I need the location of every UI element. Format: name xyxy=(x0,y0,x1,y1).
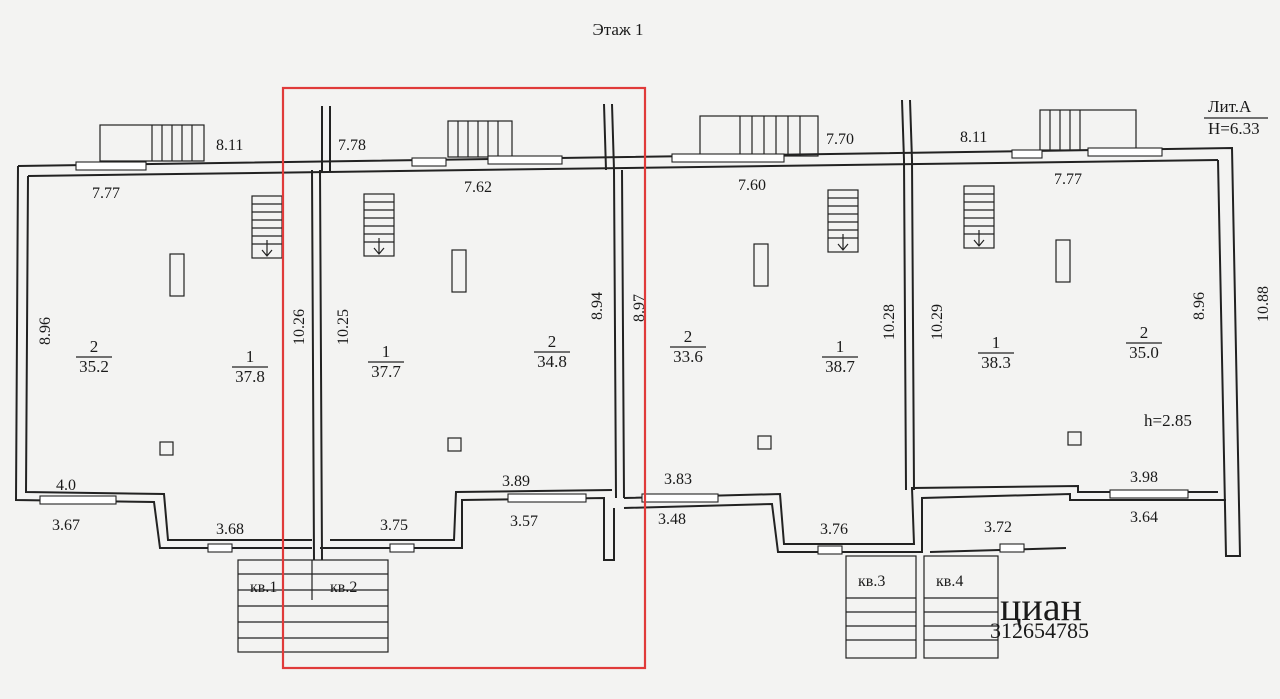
dim-top-outer: 8.11 xyxy=(960,129,987,146)
room-area: 37.8 xyxy=(235,367,265,386)
apartment-label: кв.4 xyxy=(936,573,963,590)
room-number: 1 xyxy=(382,342,391,361)
dim-bottom: 3.57 xyxy=(510,513,538,530)
room-labels: 2 35.2 1 37.8 1 37.7 2 34.8 2 33.6 1 38.… xyxy=(76,323,1162,386)
bottom-stairs xyxy=(237,555,999,659)
dim-top-outer: 7.78 xyxy=(338,137,366,154)
room-number: 1 xyxy=(992,333,1001,352)
dim-bottom: 3.64 xyxy=(1130,509,1158,526)
dim-vertical: 8.96 xyxy=(37,317,54,345)
outer-walls xyxy=(14,146,1242,561)
apartment-label: кв.2 xyxy=(330,579,357,596)
room-area: 35.2 xyxy=(79,357,109,376)
room-area: 38.7 xyxy=(825,357,855,376)
dim-vertical: 10.26 xyxy=(291,309,308,345)
apartment-label: кв.1 xyxy=(250,579,277,596)
dim-bottom: 3.98 xyxy=(1130,469,1158,486)
room-area: 33.6 xyxy=(673,347,703,366)
dim-bottom: 3.48 xyxy=(658,511,686,528)
room-number: 2 xyxy=(548,332,557,351)
dim-vertical: 10.88 xyxy=(1255,286,1272,322)
room-number: 2 xyxy=(1140,323,1149,342)
columns xyxy=(159,239,1082,456)
windows xyxy=(39,147,1189,555)
apartment-labels: кв.1 кв.2 кв.3 кв.4 xyxy=(250,573,963,596)
room-area: 37.7 xyxy=(371,362,401,381)
dim-vertical: 8.96 xyxy=(1191,292,1208,320)
dim-top-inner: 7.60 xyxy=(738,177,766,194)
partition-walls xyxy=(311,99,915,561)
height-label: H=6.33 xyxy=(1208,119,1260,138)
room-number: 1 xyxy=(246,347,255,366)
dim-vertical: 10.29 xyxy=(929,304,946,340)
dim-bottom: 3.68 xyxy=(216,521,244,538)
dim-bottom: 3.83 xyxy=(664,471,692,488)
room-number: 1 xyxy=(836,337,845,356)
dim-top-outer: 7.70 xyxy=(826,131,854,148)
top-dimensions: 8.11 7.78 7.70 8.11 7.77 7.62 7.60 7.77 xyxy=(92,129,1082,202)
liter-label: Лит.А xyxy=(1208,97,1252,116)
dim-vertical: 10.25 xyxy=(335,309,352,345)
dim-top-inner: 7.77 xyxy=(92,185,120,202)
apartment-label: кв.3 xyxy=(858,573,885,590)
watermark-logo: циан xyxy=(1000,584,1082,629)
watermark-code: 312654785 xyxy=(990,618,1089,643)
dim-bottom: 3.89 xyxy=(502,473,530,490)
top-porches xyxy=(99,109,1137,162)
dim-bottom: 3.67 xyxy=(52,517,80,534)
dim-vertical: 10.28 xyxy=(881,304,898,340)
dim-bottom: 4.0 xyxy=(56,477,76,494)
dim-top-inner: 7.62 xyxy=(464,179,492,196)
interior-stairs xyxy=(251,185,995,259)
dim-vertical: 8.97 xyxy=(631,294,648,322)
bottom-dimensions: 4.0 3.67 3.68 3.75 3.89 3.57 3.83 3.48 3… xyxy=(52,469,1158,538)
dim-bottom: 3.76 xyxy=(820,521,848,538)
ceiling-height-label: h=2.85 xyxy=(1144,411,1192,430)
dim-top-inner: 7.77 xyxy=(1054,171,1082,188)
dim-vertical: 8.94 xyxy=(589,292,606,320)
room-number: 2 xyxy=(684,327,693,346)
dim-bottom: 3.72 xyxy=(984,519,1012,536)
room-area: 35.0 xyxy=(1129,343,1159,362)
room-area: 38.3 xyxy=(981,353,1011,372)
vertical-dimensions: 8.96 10.26 10.25 8.94 8.97 10.28 10.29 8… xyxy=(37,286,1272,345)
dim-bottom: 3.75 xyxy=(380,517,408,534)
room-area: 34.8 xyxy=(537,352,567,371)
selected-apartment-highlight xyxy=(281,86,647,670)
floor-title: Этаж 1 xyxy=(593,20,644,39)
dim-top-outer: 8.11 xyxy=(216,137,243,154)
room-number: 2 xyxy=(90,337,99,356)
